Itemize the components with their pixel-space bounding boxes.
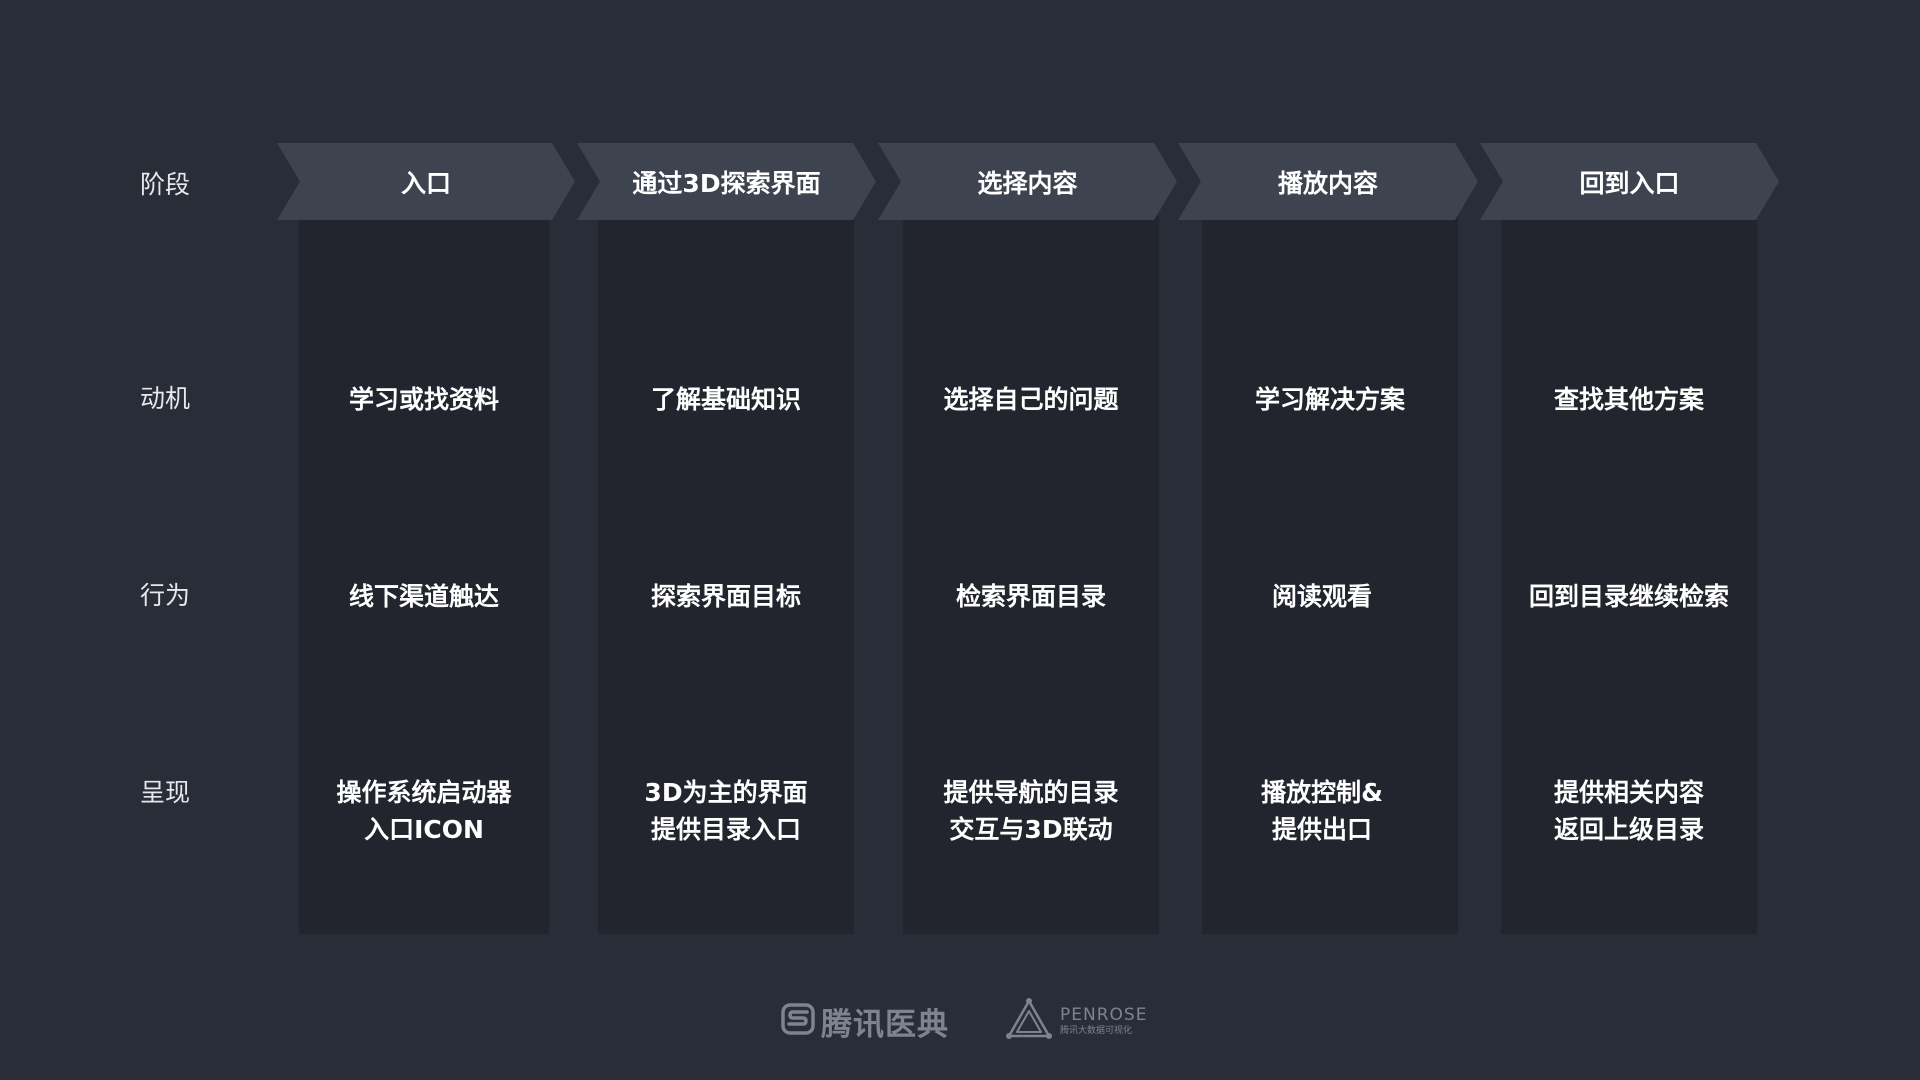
- motivation-cell: 学习解决方案: [1254, 385, 1405, 414]
- stage-chevron-2: 通过3D探索界面: [577, 143, 876, 220]
- presentation-cell: 提供导航的目录 交互与3D联动: [903, 774, 1159, 848]
- row-label-presentation: 呈现: [140, 778, 191, 807]
- stage-label: 回到入口: [1579, 168, 1680, 198]
- stage-label: 通过3D探索界面: [632, 168, 821, 198]
- motivation-cell: 了解基础知识: [650, 385, 801, 414]
- behavior-cell: 回到目录继续检索: [1528, 582, 1729, 611]
- presentation-line: 3D为主的界面: [644, 778, 808, 807]
- motivation-cell: 学习或找资料: [348, 385, 499, 414]
- stage-label: 入口: [400, 168, 451, 198]
- tencent-yidian-logo: 腾讯医典: [781, 996, 949, 1046]
- presentation-line: 播放控制&: [1261, 778, 1383, 807]
- stage-column-3: [903, 215, 1159, 934]
- behavior-cell: 探索界面目标: [650, 582, 801, 611]
- penrose-triangle-icon: [1006, 998, 1052, 1044]
- presentation-line: 提供导航的目录: [943, 778, 1119, 807]
- penrose-title: PENROSE: [1060, 1005, 1148, 1025]
- stage-column-1: [299, 215, 549, 934]
- stage-label: 播放内容: [1277, 168, 1378, 198]
- presentation-cell: 3D为主的界面 提供目录入口: [598, 774, 854, 848]
- stage-chevron-4: 播放内容: [1178, 143, 1478, 220]
- penrose-text: PENROSE 腾讯大数据可视化: [1060, 1005, 1147, 1037]
- tencent-yidian-name: 腾讯医典: [821, 1006, 949, 1043]
- presentation-line: 提供出口: [1271, 815, 1372, 844]
- stage-column-2: [598, 215, 854, 934]
- presentation-cell: 播放控制& 提供出口: [1202, 774, 1442, 848]
- behavior-cell: 阅读观看: [1271, 582, 1372, 611]
- presentation-line: 交互与3D联动: [949, 815, 1113, 844]
- footer: 腾讯医典 PENROSE 腾讯大数据可视化: [0, 996, 1920, 1046]
- row-label-behavior: 行为: [140, 581, 191, 610]
- presentation-line: 返回上级目录: [1553, 815, 1704, 844]
- penrose-subtitle: 腾讯大数据可视化: [1060, 1026, 1133, 1036]
- stage-label: 选择内容: [977, 168, 1078, 198]
- presentation-cell: 操作系统启动器 入口ICON: [299, 774, 549, 848]
- stage-chevron-5: 回到入口: [1480, 143, 1779, 220]
- tencent-yidian-icon: [781, 1002, 815, 1040]
- presentation-line: 提供相关内容: [1553, 778, 1704, 807]
- behavior-cell: 线下渠道触达: [348, 582, 499, 611]
- motivation-cell: 查找其他方案: [1553, 385, 1704, 414]
- penrose-logo: PENROSE 腾讯大数据可视化: [1006, 996, 1147, 1046]
- presentation-cell: 提供相关内容 返回上级目录: [1501, 774, 1757, 848]
- stage-chevron-1: 入口: [277, 143, 575, 220]
- stage-column-4: [1202, 215, 1458, 934]
- presentation-line: 入口ICON: [364, 815, 484, 844]
- presentation-line: 提供目录入口: [650, 815, 801, 844]
- stage-chevron-3: 选择内容: [878, 143, 1177, 220]
- motivation-cell: 选择自己的问题: [943, 385, 1119, 414]
- presentation-line: 操作系统启动器: [336, 778, 512, 807]
- row-label-motivation: 动机: [140, 384, 191, 413]
- behavior-cell: 检索界面目录: [955, 582, 1106, 611]
- stage-column-5: [1501, 215, 1757, 934]
- row-label-stage: 阶段: [140, 170, 191, 199]
